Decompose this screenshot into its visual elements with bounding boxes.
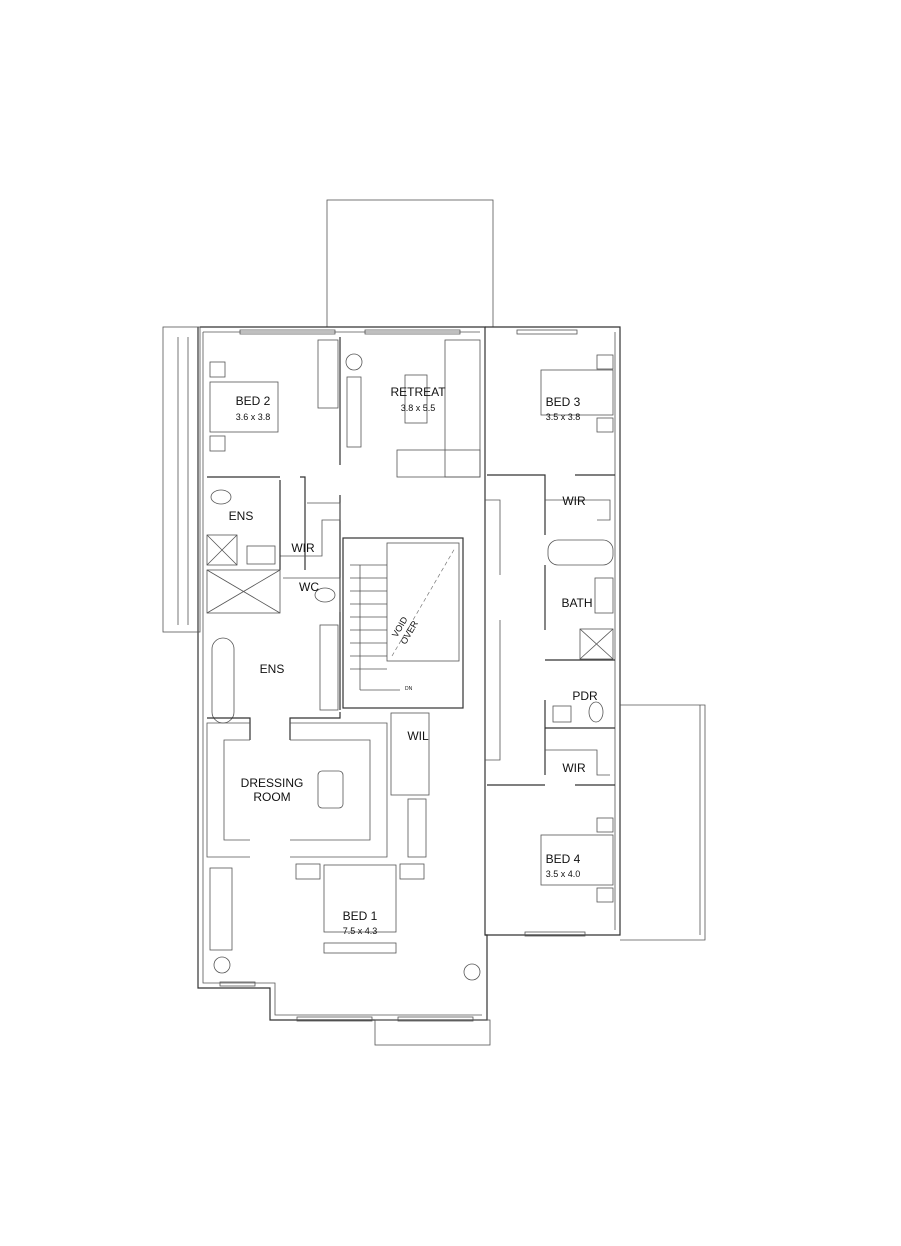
label-ens-main: ENS — [260, 662, 285, 676]
stair-treads — [350, 564, 400, 691]
label-wil: WIL — [407, 729, 429, 743]
bathtub-ens — [211, 637, 235, 724]
label-wir-bed2: WIR — [291, 541, 315, 555]
room-size-bed1: 7.5 x 4.3 — [343, 926, 378, 936]
room-name-bed3: BED 3 — [546, 395, 581, 409]
toilet-pdr — [588, 701, 604, 723]
label-ens-small: ENS — [229, 509, 254, 523]
room-labels: BED 2 3.6 x 3.8 RETREAT 3.8 x 5.5 BED 3 … — [229, 385, 598, 936]
toilet-ens — [210, 489, 232, 505]
outer-walls — [162, 199, 706, 1046]
label-wir-bed4: WIR — [562, 761, 586, 775]
room-size-bed4: 3.5 x 4.0 — [546, 869, 581, 879]
room-name-bed4: BED 4 — [546, 852, 581, 866]
bed4-bed — [540, 834, 614, 886]
terrace-bottom — [374, 1019, 491, 1046]
balcony-top — [326, 199, 494, 328]
room-name-bed2: BED 2 — [236, 394, 271, 408]
label-dressing-1: DRESSING — [241, 776, 304, 790]
label-stair-dn: DN — [405, 686, 413, 692]
label-bath: BATH — [561, 596, 592, 610]
label-pdr: PDR — [572, 689, 598, 703]
label-wir-bed3: WIR — [562, 494, 586, 508]
bathtub-bath — [547, 539, 614, 566]
room-size-retreat: 3.8 x 5.5 — [401, 403, 436, 413]
room-size-bed3: 3.5 x 3.8 — [546, 412, 581, 422]
label-dressing-2: ROOM — [253, 790, 290, 804]
bed3-bed — [540, 369, 614, 416]
label-wc: WC — [299, 580, 319, 594]
internal-walls — [206, 337, 615, 981]
room-size-bed2: 3.6 x 3.8 — [236, 412, 271, 422]
vanity-ens — [319, 624, 339, 711]
bed2-bed — [209, 381, 279, 433]
left-planter — [162, 326, 201, 633]
room-name-retreat: RETREAT — [390, 385, 446, 399]
toilet-wc — [314, 587, 336, 603]
room-name-bed1: BED 1 — [343, 909, 378, 923]
bed1-bed — [323, 864, 397, 933]
